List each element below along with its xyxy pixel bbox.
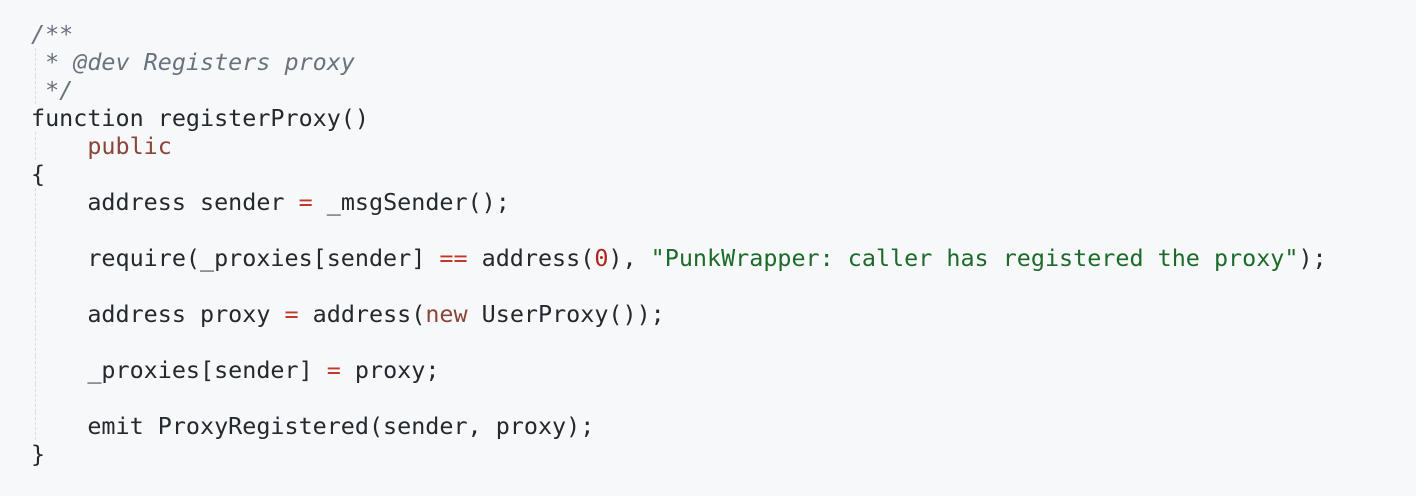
indent-guide [35, 384, 36, 412]
code-token-plain: _proxies[sender] [31, 356, 327, 384]
indent-guide [35, 188, 36, 216]
code-line: { [31, 160, 1327, 188]
code-line [31, 216, 1327, 244]
indent-guide [35, 356, 36, 384]
code-line: } [31, 440, 1327, 468]
code-line [31, 384, 1327, 412]
code-token-comment: /** [31, 20, 74, 48]
code-token-plain: UserProxy()); [467, 300, 665, 328]
code-token-op: = [284, 300, 299, 328]
indent-guide [35, 328, 36, 356]
indent-guide [35, 132, 36, 160]
code-line: address sender = _msgSender(); [31, 188, 1327, 216]
code-line: */ [31, 76, 1327, 104]
code-token-op: == [439, 244, 468, 272]
indent-guide [35, 300, 36, 328]
code-block: /** * @dev Registers proxy */function re… [31, 20, 1327, 468]
code-token-plain [31, 132, 87, 160]
code-token-plain: function registerProxy() [31, 104, 369, 132]
code-token-plain: address( [467, 244, 595, 272]
code-line: _proxies[sender] = proxy; [31, 356, 1327, 384]
code-token-plain: ); [1298, 244, 1327, 272]
indent-guide [35, 76, 36, 104]
code-token-plain: ), [608, 244, 651, 272]
indent-guide [35, 244, 36, 272]
code-token-str: "PunkWrapper: caller has registered the … [650, 244, 1299, 272]
code-line [31, 328, 1327, 356]
code-token-plain: address proxy [31, 300, 285, 328]
indent-guide [35, 48, 36, 76]
code-token-op: = [298, 188, 313, 216]
code-token-comment: * @dev Registers proxy [31, 48, 355, 76]
code-line: emit ProxyRegistered(sender, proxy); [31, 412, 1327, 440]
code-line: /** [31, 20, 1327, 48]
code-line: public [31, 132, 1327, 160]
code-token-plain: } [31, 440, 46, 468]
indent-guide [35, 216, 36, 244]
code-token-num: 0 [594, 244, 609, 272]
code-token-plain: _msgSender(); [312, 188, 510, 216]
code-token-plain: address sender [31, 188, 299, 216]
code-line: * @dev Registers proxy [31, 48, 1327, 76]
indent-guide [35, 412, 36, 440]
code-token-plain: proxy; [340, 356, 440, 384]
code-line [31, 272, 1327, 300]
code-token-plain: require(_proxies[sender] [31, 244, 440, 272]
code-token-plain: emit ProxyRegistered(sender, proxy); [31, 412, 595, 440]
code-line: address proxy = address(new UserProxy())… [31, 300, 1327, 328]
code-token-keyword: public [87, 132, 172, 160]
code-token-op: = [326, 356, 341, 384]
code-token-comment: */ [31, 76, 74, 104]
code-token-keyword: new [425, 300, 468, 328]
code-line: function registerProxy() [31, 104, 1327, 132]
indent-guide [35, 272, 36, 300]
code-line: require(_proxies[sender] == address(0), … [31, 244, 1327, 272]
code-token-plain: address( [298, 300, 426, 328]
code-token-plain: { [31, 160, 46, 188]
